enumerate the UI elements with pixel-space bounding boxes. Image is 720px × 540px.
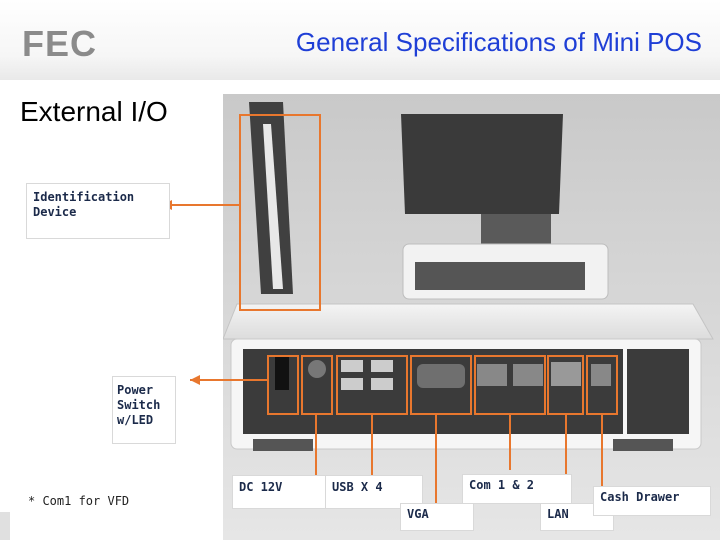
section-subtitle: External I/O <box>20 96 168 127</box>
lan-port <box>551 362 581 386</box>
io-panel <box>243 349 623 434</box>
footer-edge <box>0 512 10 540</box>
usb-x4-label: USB X 4 <box>325 475 423 509</box>
power-switch-label: Power Switch w/LED <box>112 376 176 444</box>
fec-logo: FEC <box>22 27 97 59</box>
identification-device-label: Identification Device <box>26 183 170 239</box>
com1-vfd-note: * Com1 for VFD <box>28 494 130 508</box>
page-title: General Specifications of Mini POS <box>295 27 702 57</box>
cash-drawer-port <box>591 364 611 386</box>
rear-screen <box>401 114 563 214</box>
dc-12v-label: DC 12V <box>232 475 330 509</box>
com-1-2-label: Com 1 & 2 <box>462 474 572 504</box>
vga-port <box>417 364 465 388</box>
logo-text: FEC <box>22 27 97 59</box>
header-band <box>0 0 720 80</box>
dc-port <box>308 360 326 378</box>
front-base-top <box>223 303 714 340</box>
vga-label: VGA <box>400 503 474 531</box>
power-switch <box>275 356 289 390</box>
cash-drawer-label: Cash Drawer <box>593 486 711 516</box>
